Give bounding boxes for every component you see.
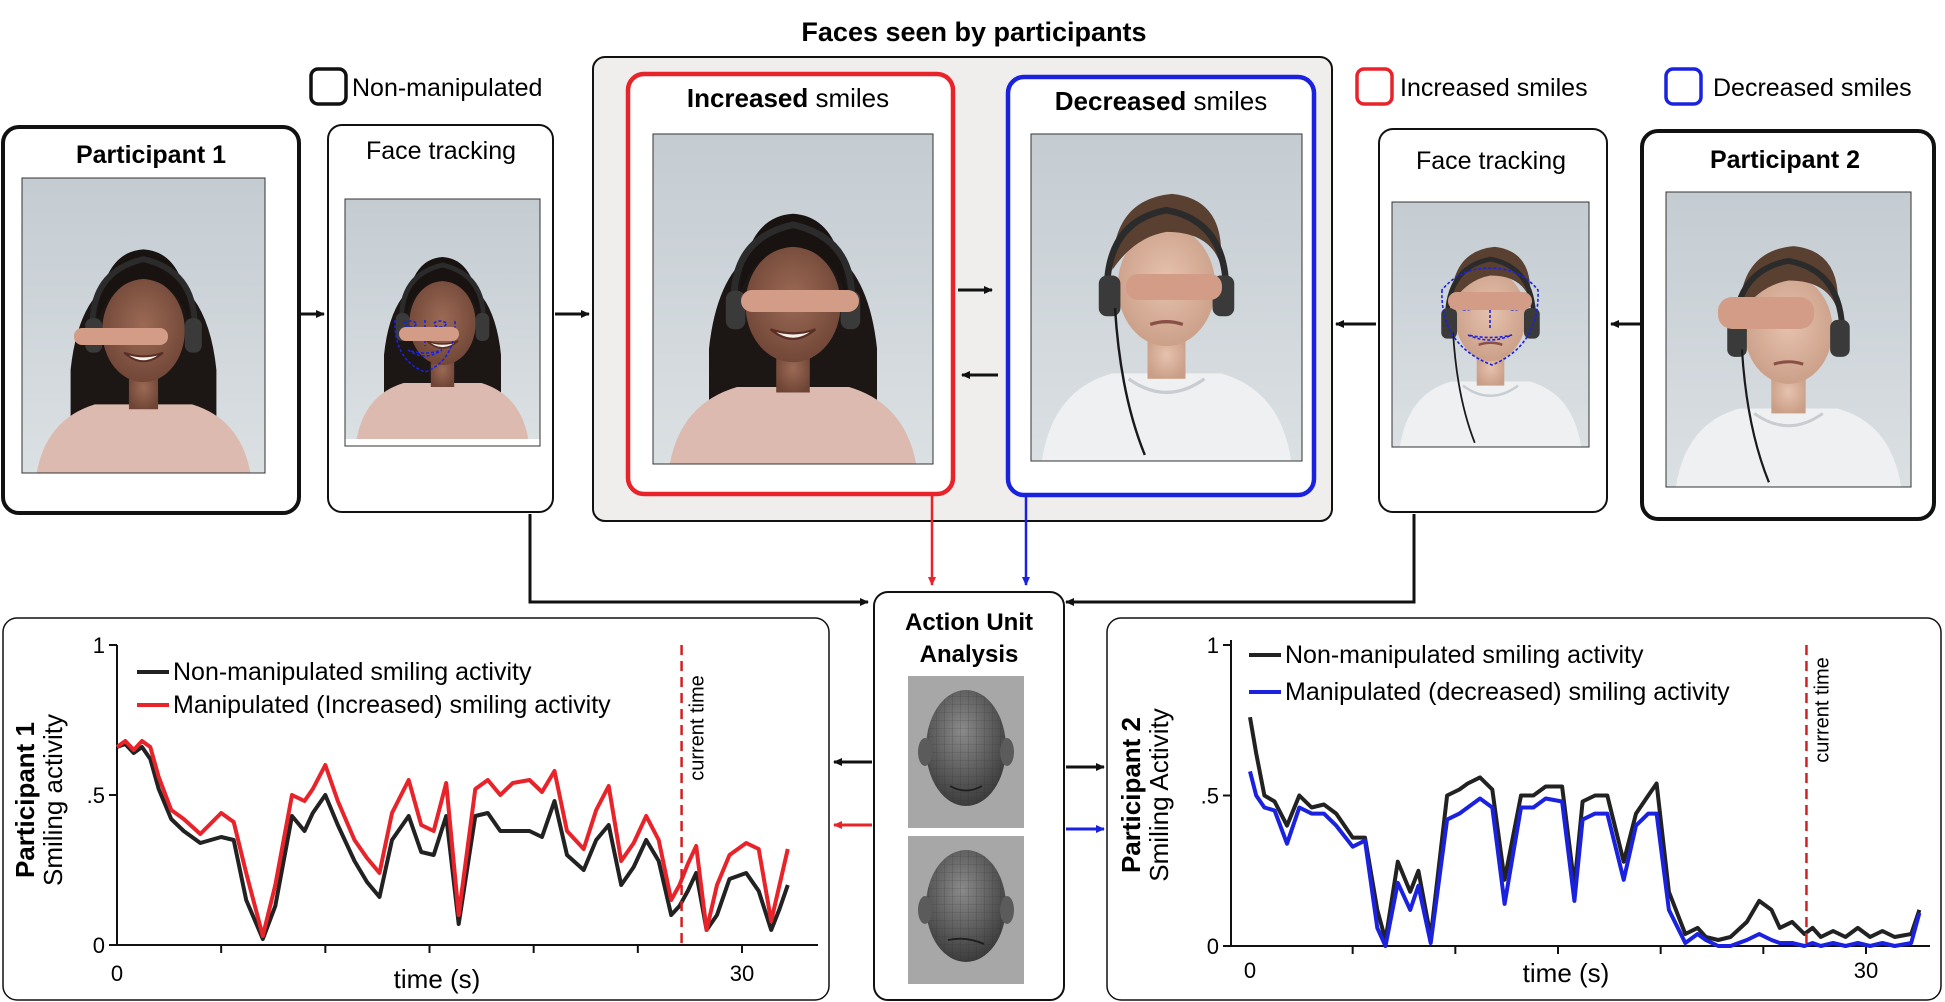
legend-entry-label: Manipulated (decreased) smiling activity: [1285, 678, 1730, 706]
current-time-label: current time: [1811, 657, 1833, 763]
face-tracking-left-photo: [345, 199, 540, 439]
x-tick-label: 0: [111, 961, 123, 986]
figure-title: Faces seen by participants: [801, 17, 1146, 47]
face-tracking-right-photo: [1392, 202, 1589, 447]
y-tick-label: 0: [1207, 934, 1219, 959]
connector-tracking-left-to-au: [528, 514, 869, 606]
legend-entry-label: Manipulated (Increased) smiling activity: [173, 691, 611, 719]
participant-1-photo: [22, 178, 265, 473]
face-tracking-left-panel: Face tracking: [327, 124, 554, 513]
y-axis-label-bold: Participant 2: [1116, 717, 1146, 873]
decreased-smiles-title-rest: smiles: [1186, 86, 1267, 116]
increased-smiles-title-rest: smiles: [808, 83, 889, 113]
decreased-smiles-title-bold: Decreased: [1055, 86, 1187, 116]
y-tick-label: 1: [93, 633, 105, 658]
y-axis-label: Participant 2: [1116, 717, 1146, 873]
head-3d-mesh-icon: [908, 676, 1024, 828]
increased-smiles-title-bold: Increased: [687, 83, 808, 113]
y-axis-label-bold: Participant 1: [10, 722, 40, 878]
legend-swatch-non-manipulated: [309, 67, 348, 106]
head-3d-mesh-icon: [908, 836, 1024, 984]
eye-mask-bar-icon: [741, 290, 859, 312]
face-tracking-left-title: Face tracking: [366, 137, 516, 165]
participant-2-panel: Participant 2: [1640, 129, 1936, 521]
action-unit-analysis-panel: Action Unit Analysis: [873, 591, 1065, 1001]
action-unit-title-line2: Analysis: [920, 641, 1019, 668]
face-tracking-right-panel: Face tracking: [1378, 128, 1608, 513]
eye-mask-bar-icon: [1718, 297, 1814, 329]
current-time-label: current time: [687, 675, 709, 781]
participant-2-title: Participant 2: [1710, 146, 1860, 174]
legend: Non-manipulated Increased smiles Decreas…: [309, 67, 1912, 106]
eye-mask-bar-icon: [1448, 292, 1532, 310]
participant-2-photo: [1666, 192, 1911, 487]
action-unit-title-line1: Action Unit: [905, 609, 1033, 636]
participant-1-panel: Participant 1: [1, 125, 301, 515]
series-line-non-manipulated: [116, 742, 790, 941]
series-line-manipulated: [1248, 770, 1922, 948]
eye-mask-bar-icon: [74, 328, 168, 345]
legend-label-increased: Increased smiles: [1400, 74, 1588, 102]
participant-1-title: Participant 1: [76, 141, 226, 169]
series-line-non-manipulated: [1248, 716, 1922, 942]
y-tick-label: .5: [87, 783, 105, 808]
legend-swatch-decreased: [1664, 67, 1703, 106]
series-line-manipulated: [115, 739, 790, 938]
y-axis-label: Participant 1: [10, 722, 40, 878]
decreased-smiles-panel: Decreased smiles: [1005, 74, 1317, 498]
increased-smiles-title: Increased smiles: [687, 83, 889, 113]
legend-label-non-manipulated: Non-manipulated: [352, 74, 542, 102]
face-tracking-right-title: Face tracking: [1416, 147, 1566, 175]
eye-mask-bar-icon: [399, 327, 459, 341]
connector-tracking-right-to-au: [1065, 514, 1416, 606]
legend-swatch-increased: [1355, 67, 1394, 106]
chart-participant-2: 0 .5 1 0 30 current time time (s) Participan…: [1106, 617, 1942, 1001]
y-tick-label: 0: [93, 933, 105, 958]
decreased-smiles-title: Decreased smiles: [1055, 86, 1267, 116]
y-tick-label: .5: [1201, 784, 1219, 809]
x-axis-label: time (s): [1523, 958, 1610, 988]
x-tick-label: 30: [730, 961, 754, 986]
y-axis-sublabel: Smiling Activity: [1144, 708, 1174, 881]
x-tick-label: 30: [1854, 958, 1878, 983]
increased-smiles-panel: Increased smiles: [625, 71, 956, 497]
eye-mask-bar-icon: [1126, 274, 1222, 300]
chart-participant-1: 0 .5 1 0 30 current time time (s) Participan…: [2, 617, 830, 1001]
legend-entry-label: Non-manipulated smiling activity: [173, 658, 532, 686]
legend-entry-label: Non-manipulated smiling activity: [1285, 641, 1644, 669]
x-axis-label: time (s): [394, 964, 481, 994]
legend-label-decreased: Decreased smiles: [1713, 74, 1912, 102]
y-tick-label: 1: [1207, 633, 1219, 658]
y-axis-sublabel: Smiling activity: [38, 714, 68, 886]
x-tick-label: 0: [1244, 958, 1256, 983]
